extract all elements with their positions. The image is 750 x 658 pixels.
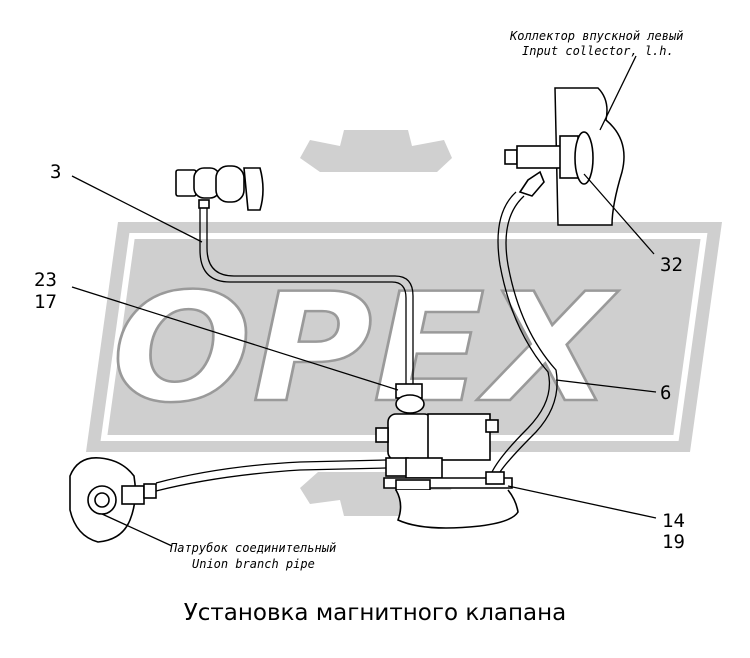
- union-fitting: [121, 485, 145, 505]
- bracket-bolt-left: [395, 479, 431, 491]
- callout-17: 17: [34, 291, 57, 313]
- bracket-bolt-right: [485, 471, 505, 485]
- solenoid-valve: [375, 383, 519, 529]
- valve-coil: [387, 413, 433, 461]
- mounting-base: [395, 489, 519, 529]
- tube-intake-inner: [499, 195, 558, 473]
- valve-terminal: [485, 419, 499, 433]
- watermark-parallelogram: [86, 222, 722, 452]
- callout-14: 14: [662, 510, 685, 532]
- tube-union-upper: [155, 459, 387, 484]
- watermark-logo: OPEX: [86, 130, 722, 516]
- valve-side-plug: [375, 427, 389, 443]
- sensor-nut: [175, 169, 197, 197]
- label-intake-ru: Коллектор впускной левый: [509, 29, 683, 43]
- tube-sensor-outer: [199, 208, 407, 385]
- leader-32: [583, 173, 655, 255]
- union-nut-inner: [94, 492, 110, 508]
- tubing: [155, 191, 558, 492]
- callout-6: 6: [660, 382, 671, 404]
- leader-3: [71, 175, 203, 243]
- watermark-text: OPEX: [112, 262, 619, 436]
- label-union-ru: Патрубок соединительный: [169, 541, 336, 555]
- tube-union-lower: [155, 467, 387, 492]
- callout-19: 19: [662, 531, 685, 553]
- sensor-connector: [243, 167, 264, 211]
- leader-14-19: [507, 485, 657, 519]
- leader-union: [101, 513, 173, 547]
- watermark-gear-top: [300, 130, 452, 172]
- union-fitting-tip: [143, 483, 157, 499]
- callout-32: 32: [660, 254, 683, 276]
- valve-body: [427, 413, 491, 461]
- sensor-body-mid: [215, 165, 245, 203]
- watermark-inner-frame: [100, 233, 708, 441]
- union-branch-pipe: [69, 457, 157, 543]
- sensor-assembly: [175, 165, 264, 211]
- valve-union-nut: [385, 457, 409, 477]
- tube-sensor-inner: [206, 208, 414, 385]
- leader-intake: [599, 55, 637, 131]
- leader-23-17: [71, 286, 399, 391]
- leader-lines: [71, 55, 657, 547]
- diagram-caption: Установка магнитного клапана: [184, 600, 567, 626]
- label-intake-en: Input collector, l.h.: [522, 44, 674, 58]
- intake-fitting-elbow: [518, 170, 545, 197]
- intake-fitting-body: [516, 145, 563, 169]
- sensor-stub: [198, 199, 210, 209]
- leader-6: [555, 379, 657, 393]
- intake-fitting-flange: [574, 131, 594, 185]
- valve-outlet: [405, 457, 443, 479]
- label-union-en: Union branch pipe: [192, 557, 315, 571]
- callout-3: 3: [50, 161, 61, 183]
- intake-fitting: [504, 131, 594, 197]
- valve-top-collar: [395, 394, 425, 414]
- callout-23: 23: [34, 269, 57, 291]
- intake-fitting-tip: [504, 149, 518, 165]
- tube-intake-outer: [491, 191, 551, 473]
